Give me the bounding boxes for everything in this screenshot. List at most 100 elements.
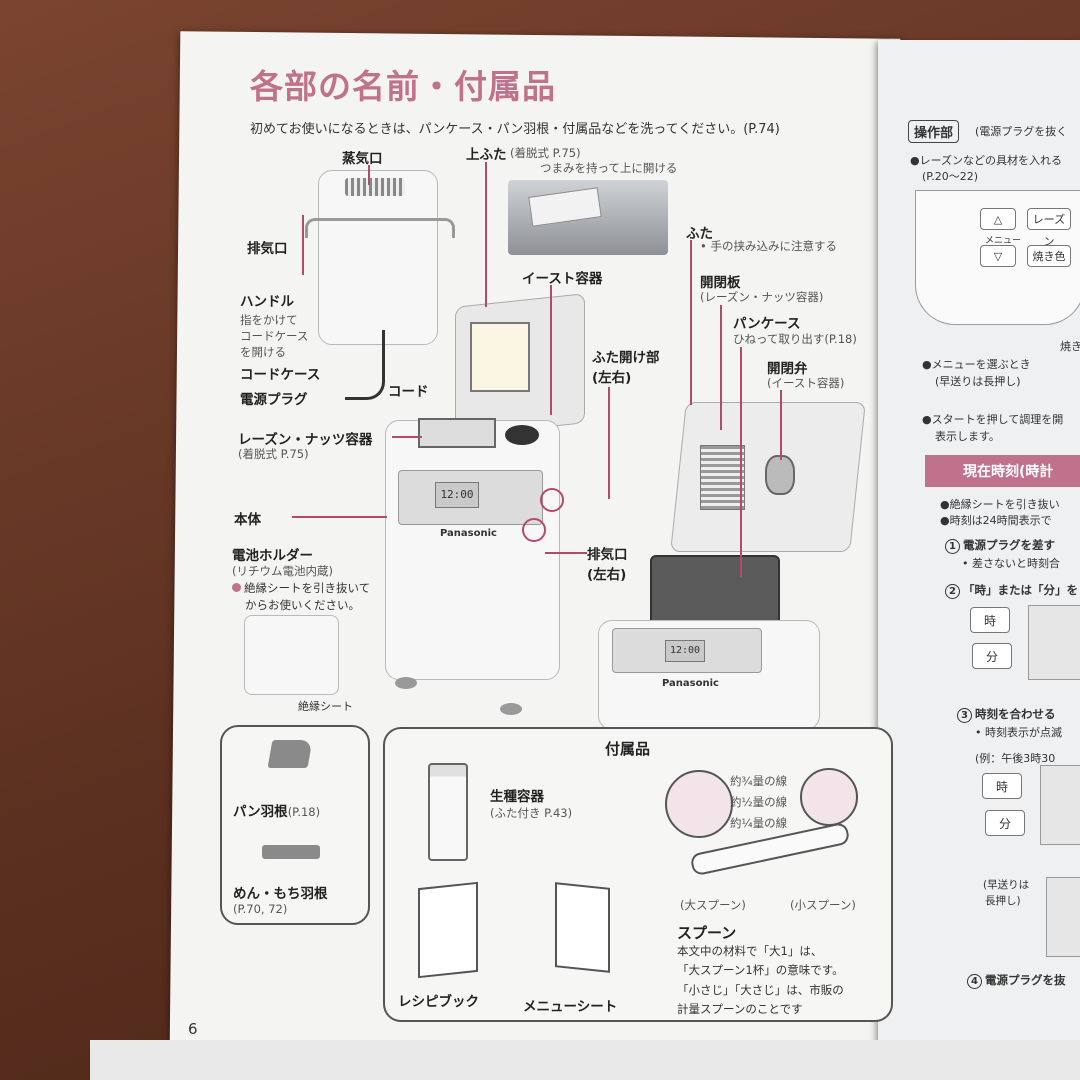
fast-forward-note-1: (早送りは bbox=[983, 879, 1030, 891]
leader-line bbox=[720, 305, 722, 430]
right-lcd: 12:00 bbox=[665, 640, 705, 662]
spoon-label: スプーン bbox=[677, 924, 737, 942]
starter-container-icon bbox=[428, 763, 468, 861]
spoon-note-2: 「大スプーン1杯」の意味です。 bbox=[677, 963, 844, 977]
label-exhaust-vent-lr-side: (左右) bbox=[587, 567, 627, 583]
battery-warning-2: からお使いください。 bbox=[245, 598, 360, 612]
step-2: 2「時」または「分」を bbox=[945, 582, 1078, 599]
minute-button[interactable]: 分 bbox=[972, 643, 1012, 669]
accessories-heading: 付属品 bbox=[605, 740, 651, 758]
label-bread-case: パンケース bbox=[733, 316, 801, 332]
start-note-1: ●スタートを押して調理を開 bbox=[922, 413, 1064, 426]
clock-display-illustration-2 bbox=[1040, 765, 1080, 845]
foot-right bbox=[500, 703, 522, 715]
menu-select-sub: (早送りは長押し) bbox=[935, 375, 1021, 388]
page-title: 各部の名前・付属品 bbox=[250, 67, 556, 106]
bake-side-label: 焼き bbox=[1060, 340, 1080, 353]
bake-color-button[interactable]: 焼き色 bbox=[1027, 245, 1071, 267]
clock-heading: 現在時刻(時計 bbox=[925, 455, 1080, 487]
clock-display-illustration bbox=[1028, 605, 1080, 680]
hour-button-2[interactable]: 時 bbox=[982, 773, 1022, 799]
menu-select-note: ●メニューを選ぶとき bbox=[922, 358, 1031, 371]
intro-text: 初めてお使いになるときは、パンケース・パン羽根・付属品などを洗ってください。(P… bbox=[250, 122, 780, 137]
label-raisin-container: レーズン・ナッツ容器 bbox=[238, 432, 373, 448]
noodle-blade-icon bbox=[262, 845, 320, 859]
handle-note-1: 指をかけて bbox=[240, 313, 298, 327]
big-spoon-label: (大スプーン) bbox=[680, 898, 746, 912]
yeast-container bbox=[505, 425, 539, 445]
label-top-lid: 上ふた bbox=[466, 147, 507, 163]
step-3-note: • 時刻表示が点滅 bbox=[975, 726, 1062, 739]
page-number: 6 bbox=[188, 1020, 198, 1038]
raisin-button[interactable]: レーズン bbox=[1027, 208, 1071, 248]
cord-illustration bbox=[345, 330, 385, 400]
recipe-book-icon bbox=[418, 881, 478, 979]
label-exhaust-vent-lr: 排気口 bbox=[587, 547, 628, 563]
open-plate bbox=[700, 445, 745, 510]
starter-container-label: 生種容器 bbox=[490, 789, 544, 805]
lid-note: • 手の挟み込みに注意する bbox=[700, 239, 837, 253]
underlying-sheet bbox=[90, 1040, 1080, 1080]
menu-sheet-label: メニューシート bbox=[523, 999, 618, 1015]
leader-line bbox=[302, 215, 304, 275]
label-body: 本体 bbox=[234, 512, 261, 528]
label-steam-vent: 蒸気口 bbox=[342, 151, 383, 167]
start-note-2: 表示します。 bbox=[935, 430, 1000, 443]
line-1-2-label: 約½量の線 bbox=[730, 795, 788, 809]
leader-line bbox=[608, 387, 610, 499]
noodle-blade-ref: (P.70, 72) bbox=[233, 902, 288, 916]
battery-holder-marker bbox=[522, 518, 546, 542]
label-open-plate: 開閉板 bbox=[700, 275, 741, 291]
line-1-4-label: 約¼量の線 bbox=[730, 816, 788, 830]
lcd-display: 12:00 bbox=[435, 482, 479, 508]
down-button[interactable]: ▽ bbox=[980, 245, 1016, 267]
raisin-ref: (着脱式 P.75) bbox=[238, 447, 309, 461]
fast-forward-note-2: 長押し) bbox=[985, 895, 1021, 907]
open-valve-note: (イースト容器) bbox=[767, 376, 845, 390]
battery-warning-1: 絶縁シートを引き抜いて bbox=[232, 580, 370, 596]
battery-illustration bbox=[244, 615, 339, 695]
lid-window bbox=[470, 322, 530, 392]
right-brand-logo: Panasonic bbox=[662, 678, 719, 689]
label-lid-opener: ふた開け部 bbox=[592, 350, 660, 366]
big-spoon-icon bbox=[665, 770, 733, 838]
up-button[interactable]: △ bbox=[980, 208, 1016, 230]
foot-left bbox=[395, 677, 417, 689]
bread-blade-label: パン羽根(P.18) bbox=[233, 804, 321, 820]
raisin-nut-container bbox=[418, 418, 496, 448]
label-yeast-container: イースト容器 bbox=[522, 271, 603, 287]
open-valve bbox=[765, 455, 795, 495]
handle-note-2: コードケース bbox=[240, 329, 309, 343]
noodle-blade-label: めん・もち羽根 bbox=[233, 886, 328, 902]
label-lid-opener-side: (左右) bbox=[592, 370, 632, 386]
ops-heading: 操作部 bbox=[908, 120, 960, 143]
label-cord: コード bbox=[388, 384, 429, 400]
leader-line bbox=[780, 390, 782, 460]
clock-note-1: ●絶縁シートを引き抜い bbox=[940, 498, 1060, 511]
bread-case-note: ひねって取り出す(P.18) bbox=[733, 332, 857, 346]
label-exhaust-vent: 排気口 bbox=[247, 241, 288, 257]
label-battery-holder: 電池ホルダー bbox=[232, 548, 313, 564]
leader-line bbox=[550, 285, 552, 415]
insulation-sheet-label: 絶縁シート bbox=[298, 700, 353, 713]
top-lid-note: つまみを持って上に開ける bbox=[540, 161, 678, 175]
leader-line bbox=[690, 240, 692, 405]
minute-button-2[interactable]: 分 bbox=[985, 810, 1025, 836]
small-bread-maker-illustration bbox=[318, 170, 438, 345]
small-spoon-label: (小スプーン) bbox=[790, 898, 856, 912]
label-lid: ふた bbox=[686, 226, 713, 242]
recipe-book-label: レシピブック bbox=[398, 994, 479, 1010]
raisin-ref: (P.20～22) bbox=[922, 170, 978, 183]
line-3-4-label: 約¾量の線 bbox=[730, 774, 788, 788]
hour-button[interactable]: 時 bbox=[970, 607, 1010, 633]
leader-line bbox=[740, 347, 742, 577]
leader-line bbox=[392, 436, 422, 438]
clock-display-illustration-3 bbox=[1046, 877, 1080, 957]
bullet-icon bbox=[232, 583, 241, 592]
handle-note-3: を開ける bbox=[240, 345, 286, 359]
label-handle: ハンドル bbox=[240, 294, 294, 310]
spoon-note-1: 本文中の材料で「大1」は、 bbox=[677, 944, 823, 958]
